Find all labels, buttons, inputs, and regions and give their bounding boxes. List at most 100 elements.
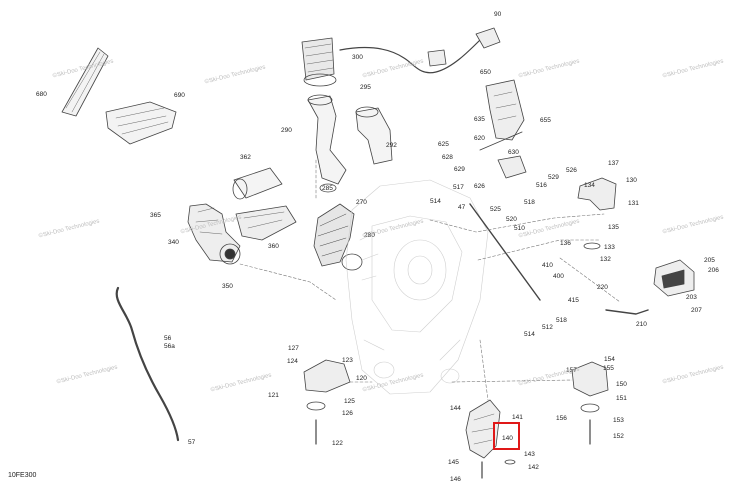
callout-label-350[interactable]: 350 [222, 283, 233, 290]
callout-label-300[interactable]: 300 [352, 54, 363, 61]
callout-label-280[interactable]: 280 [364, 232, 375, 239]
callout-label-655[interactable]: 655 [540, 117, 551, 124]
callout-label-56[interactable]: 56 [164, 335, 172, 342]
washer-part-125 [306, 401, 326, 411]
callout-label-57[interactable]: 57 [188, 439, 196, 446]
engine-block [345, 179, 489, 395]
boot-part-270 [313, 203, 355, 267]
callout-label-144[interactable]: 144 [450, 405, 461, 412]
callout-label-135[interactable]: 135 [608, 224, 619, 231]
mount-part-150 [571, 361, 609, 397]
callout-label-690[interactable]: 690 [174, 92, 185, 99]
callout-label-137[interactable]: 137 [608, 160, 619, 167]
callout-label-514[interactable]: 514 [524, 331, 535, 338]
highlight-box [493, 422, 520, 450]
clamp-part-280 [341, 253, 363, 271]
callout-label-203[interactable]: 203 [686, 294, 697, 301]
callout-label-134[interactable]: 134 [584, 182, 595, 189]
callout-label-47[interactable]: 47 [458, 204, 466, 211]
harness-part-90 [339, 27, 501, 74]
rod-part-510 [469, 203, 541, 301]
callout-label-292[interactable]: 292 [386, 142, 397, 149]
callout-label-518[interactable]: 518 [556, 317, 567, 324]
callout-label-620[interactable]: 620 [474, 135, 485, 142]
callout-label-146[interactable]: 146 [450, 476, 461, 483]
clamp-part-285 [319, 183, 337, 193]
callout-label-130[interactable]: 130 [626, 177, 637, 184]
callout-label-155[interactable]: 155 [603, 365, 614, 372]
callout-label-295[interactable]: 295 [360, 84, 371, 91]
callout-label-127[interactable]: 127 [288, 345, 299, 352]
callout-label-206[interactable]: 206 [708, 267, 719, 274]
callout-label-290[interactable]: 290 [281, 127, 292, 134]
callout-label-520[interactable]: 520 [506, 216, 517, 223]
callout-label-525[interactable]: 525 [490, 206, 501, 213]
callout-label-153[interactable]: 153 [613, 417, 624, 424]
callout-label-270[interactable]: 270 [356, 199, 367, 206]
airbox-part-340 [187, 203, 241, 265]
air-intake-part-300 [301, 37, 337, 87]
callout-label-220[interactable]: 220 [597, 284, 608, 291]
callout-label-529[interactable]: 529 [548, 174, 559, 181]
callout-label-143[interactable]: 143 [524, 451, 535, 458]
callout-label-365[interactable]: 365 [150, 212, 161, 219]
callout-label-340[interactable]: 340 [168, 239, 179, 246]
callout-label-126[interactable]: 126 [342, 410, 353, 417]
callout-label-124[interactable]: 124 [287, 358, 298, 365]
callout-label-625[interactable]: 625 [438, 141, 449, 148]
panel-part-680 [61, 47, 109, 117]
callout-label-362[interactable]: 362 [240, 154, 251, 161]
callout-label-145[interactable]: 145 [448, 459, 459, 466]
callout-label-512[interactable]: 512 [542, 324, 553, 331]
callout-label-518[interactable]: 518 [524, 199, 535, 206]
callout-label-131[interactable]: 131 [628, 200, 639, 207]
linkage-part-630 [497, 155, 527, 179]
mount-part-120 [303, 359, 351, 393]
duct-part-690 [105, 101, 177, 145]
callout-label-141[interactable]: 141 [512, 414, 523, 421]
callout-label-360[interactable]: 360 [268, 243, 279, 250]
callout-label-140[interactable]: 140 [502, 435, 513, 442]
callout-label-207[interactable]: 207 [691, 307, 702, 314]
callout-label-156[interactable]: 156 [556, 415, 567, 422]
callout-label-123[interactable]: 123 [342, 357, 353, 364]
callout-label-132[interactable]: 132 [600, 256, 611, 263]
callout-label-125[interactable]: 125 [344, 398, 355, 405]
callout-label-517[interactable]: 517 [453, 184, 464, 191]
callout-label-410[interactable]: 410 [542, 262, 553, 269]
callout-label-56a[interactable]: 56a [164, 343, 175, 350]
callout-label-514[interactable]: 514 [430, 198, 441, 205]
callout-label-628[interactable]: 628 [442, 154, 453, 161]
callout-label-90[interactable]: 90 [494, 11, 502, 18]
document-code: 10FE300 [8, 472, 37, 479]
callout-label-516[interactable]: 516 [536, 182, 547, 189]
callout-label-120[interactable]: 120 [356, 375, 367, 382]
rod-part-625 [479, 131, 523, 151]
callout-label-285[interactable]: 285 [322, 185, 333, 192]
callout-label-136[interactable]: 136 [560, 240, 571, 247]
lever-part-210 [605, 309, 649, 315]
callout-label-157[interactable]: 157 [566, 367, 577, 374]
callout-label-205[interactable]: 205 [704, 257, 715, 264]
callout-label-629[interactable]: 629 [454, 166, 465, 173]
callout-label-122[interactable]: 122 [332, 440, 343, 447]
callout-label-630[interactable]: 630 [508, 149, 519, 156]
callout-label-133[interactable]: 133 [604, 244, 615, 251]
callout-label-151[interactable]: 151 [616, 395, 627, 402]
callout-label-150[interactable]: 150 [616, 381, 627, 388]
callout-label-415[interactable]: 415 [568, 297, 579, 304]
callout-label-680[interactable]: 680 [36, 91, 47, 98]
callout-label-154[interactable]: 154 [604, 356, 615, 363]
callout-label-152[interactable]: 152 [613, 433, 624, 440]
callout-label-510[interactable]: 510 [514, 225, 525, 232]
mount-part-130 [577, 177, 617, 211]
washer-part-156 [580, 403, 600, 413]
callout-label-400[interactable]: 400 [553, 273, 564, 280]
callout-label-635[interactable]: 635 [474, 116, 485, 123]
callout-label-210[interactable]: 210 [636, 321, 647, 328]
callout-label-526[interactable]: 526 [566, 167, 577, 174]
callout-label-142[interactable]: 142 [528, 464, 539, 471]
callout-label-650[interactable]: 650 [480, 69, 491, 76]
callout-label-626[interactable]: 626 [474, 183, 485, 190]
callout-label-121[interactable]: 121 [268, 392, 279, 399]
